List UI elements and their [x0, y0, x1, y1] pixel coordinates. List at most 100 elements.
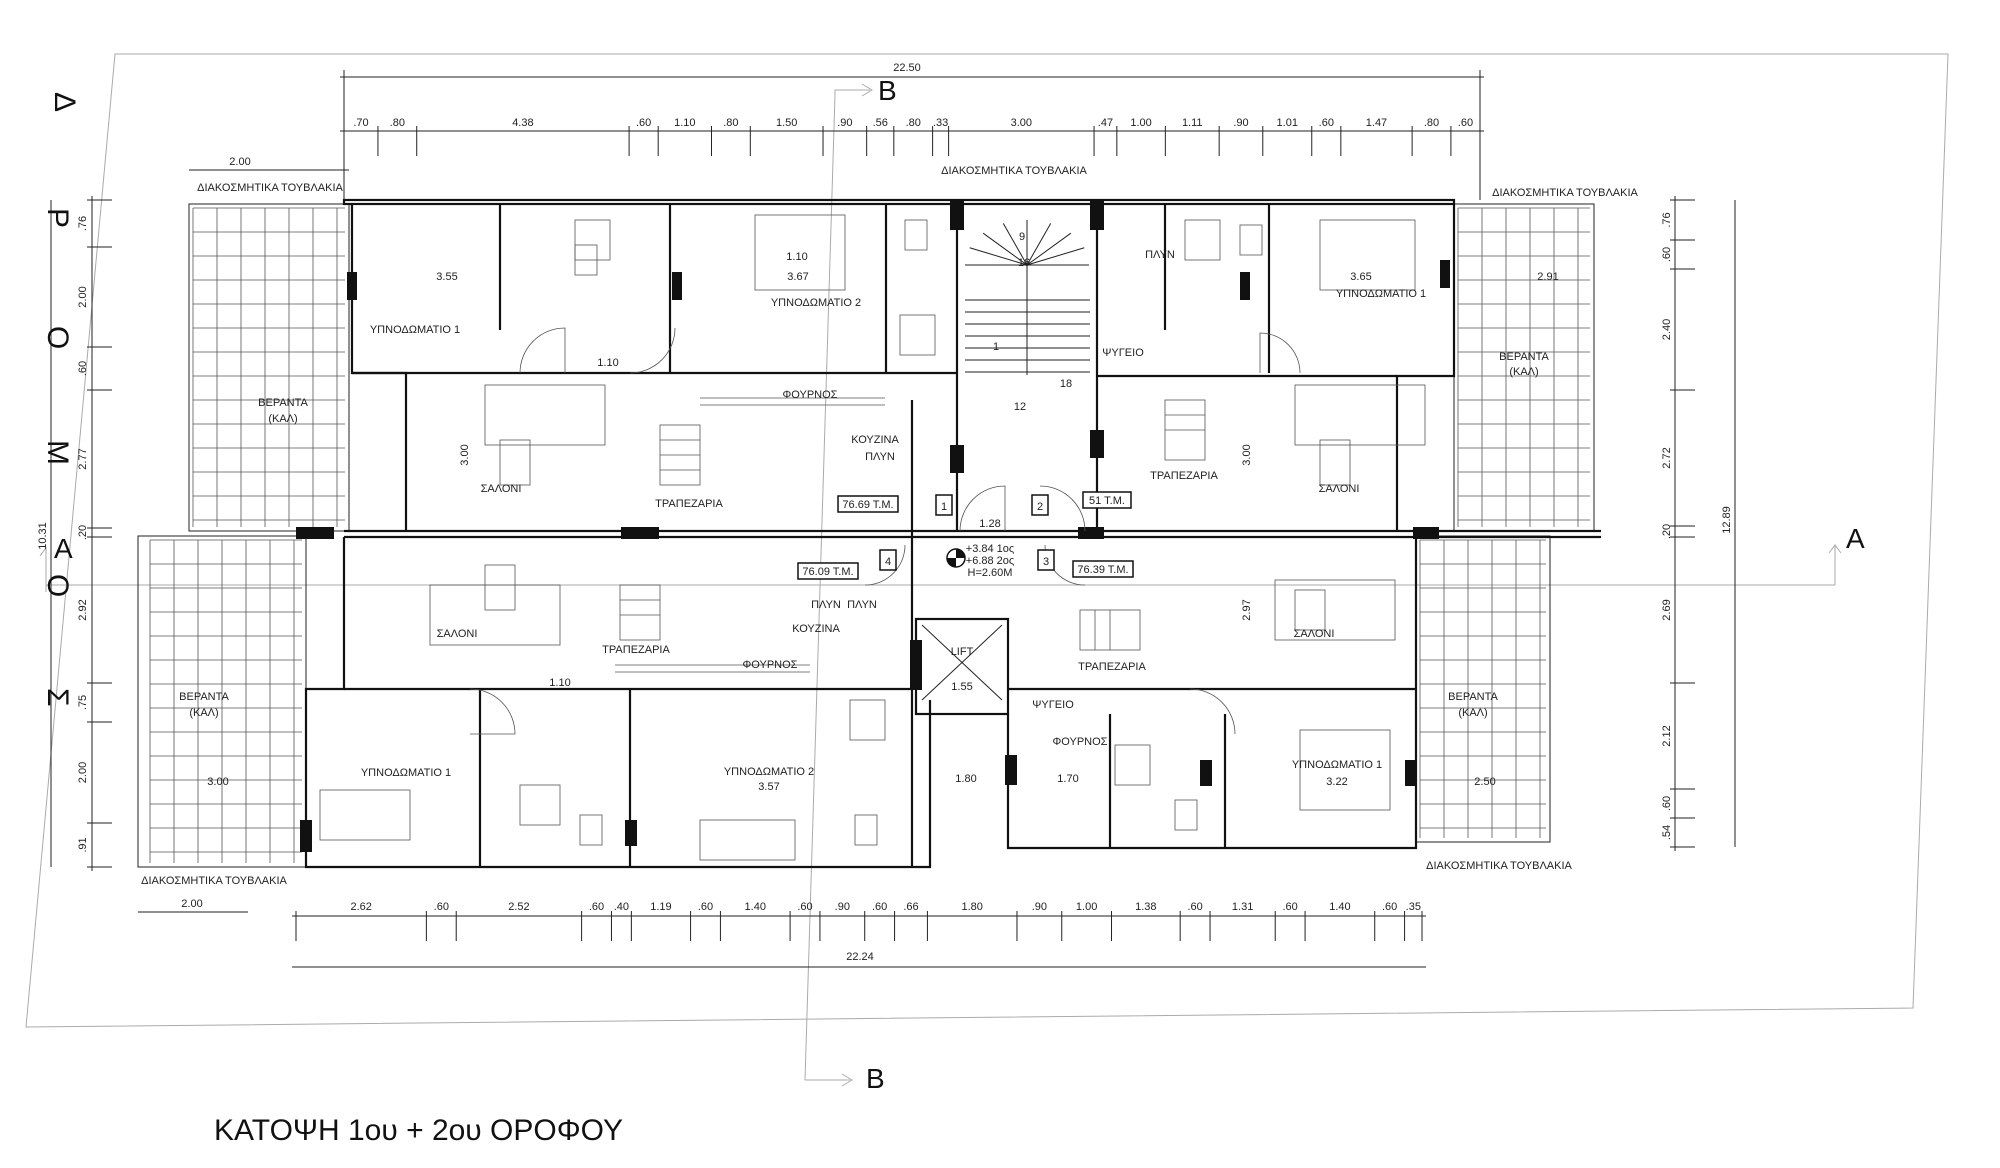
lift-label: LIFT	[951, 646, 974, 658]
bricks-label-top-center: ΔΙΑΚΟΣΜΗΤΙΚΑ ΤΟΥΒΛΑΚΙΑ	[941, 165, 1087, 177]
street-letter: Μ	[41, 440, 74, 465]
section-a-left: A	[54, 533, 73, 564]
dim-value: .80	[906, 117, 921, 129]
room-laundry-sw: ΠΛΥΝ	[811, 599, 841, 611]
elevation-1: +3.84 1ος	[966, 543, 1014, 555]
dim-value: .60	[872, 901, 887, 913]
room-living-se: ΣΑΛΟΝΙ	[1294, 628, 1335, 640]
room-dim: 3.55	[436, 271, 457, 283]
room-laundry-s: ΠΛΥΝ	[847, 599, 877, 611]
room-labels: ΥΠΝΟΔΩΜΑΤΙΟ 1 ΥΠΝΟΔΩΜΑΤΙΟ 2 ΥΠΝΟΔΩΜΑΤΙΟ …	[179, 249, 1549, 779]
walls	[304, 198, 1601, 869]
dim-value: .60	[636, 117, 651, 129]
dim-top-total-label: 22.50	[893, 62, 921, 74]
dim-value: .60	[1282, 901, 1297, 913]
dim-value: .47	[1098, 117, 1113, 129]
dim-value: .90	[1233, 117, 1248, 129]
room-dim: 3.00	[207, 776, 228, 788]
area-label-2: 51 Τ.Μ.	[1089, 495, 1125, 507]
section-b-bottom: B	[866, 1063, 885, 1094]
dim-value: 2.62	[350, 901, 371, 913]
dim-value: .20	[1661, 524, 1673, 539]
verandah-bottom-right	[1415, 535, 1551, 843]
room-dining-se: ΤΡΑΠΕΖΑΡΙΑ	[1078, 661, 1146, 673]
dim-value: .60	[1661, 796, 1673, 811]
stair-number: 1	[993, 341, 999, 353]
apartment-number-2: 2	[1037, 501, 1043, 513]
dim-value: .90	[835, 901, 850, 913]
room-verandah-nw-sub: (ΚΑΛ)	[268, 413, 297, 425]
section-a-right: A	[1846, 523, 1865, 554]
room-dim: 3.65	[1350, 271, 1371, 283]
dim-value: 1.11	[1182, 117, 1203, 129]
dim-value: .60	[589, 901, 604, 913]
dim-value: 1.10	[674, 117, 695, 129]
room-dim: 1.10	[786, 251, 807, 263]
dim-value: .60	[1382, 901, 1397, 913]
room-verandah-ne-sub: (ΚΑΛ)	[1509, 366, 1538, 378]
apartment-number-box-1	[935, 494, 953, 516]
stair-tread	[969, 247, 1028, 266]
dim-value: .60	[797, 901, 812, 913]
dim-value: .60	[698, 901, 713, 913]
lift-shaft	[921, 624, 1003, 701]
dim-value: .60	[77, 361, 89, 376]
bricks-label-bottom-right: ΔΙΑΚΟΣΜΗΤΙΚΑ ΤΟΥΒΛΑΚΙΑ	[1426, 860, 1572, 872]
dim-right-chain: .76.602.402.72.202.692.12.60.54	[1661, 196, 1695, 851]
furniture	[319, 214, 1426, 861]
room-dim: 3.00	[459, 444, 471, 465]
stair-number: 12	[1014, 401, 1026, 413]
room-dim: 3.67	[787, 271, 808, 283]
apartment-number-1: 1	[941, 501, 947, 513]
room-dim: 1.70	[1057, 773, 1078, 785]
dim-verandah-top-label: 2.00	[229, 156, 250, 168]
area-box-2	[1082, 491, 1132, 509]
dim-value: .75	[77, 695, 89, 710]
dim-value: 1.80	[961, 901, 982, 913]
room-verandah-sw: ΒΕΡΑΝΤΑ	[179, 691, 229, 703]
dim-value: .76	[1661, 212, 1673, 227]
dim-value: 2.00	[77, 762, 89, 783]
stair-tread	[1002, 223, 1028, 266]
room-living-sw: ΣΑΛΟΝΙ	[437, 628, 478, 640]
dim-verandah-bottom-label: 2.00	[181, 898, 202, 910]
area-box-4	[1072, 560, 1134, 578]
room-dim: 2.91	[1537, 271, 1558, 283]
dim-value: 2.00	[77, 286, 89, 307]
bricks-label-bottom-left: ΔΙΑΚΟΣΜΗΤΙΚΑ ΤΟΥΒΛΑΚΙΑ	[141, 875, 287, 887]
room-living-ne: ΣΑΛΟΝΙ	[1319, 483, 1360, 495]
dim-value: .40	[614, 901, 629, 913]
dim-value: 1.40	[745, 901, 766, 913]
dim-value: .54	[1661, 825, 1673, 840]
room-dining-sw: ΤΡΑΠΕΖΑΡΙΑ	[602, 644, 670, 656]
verandah-top-left	[188, 203, 350, 532]
landing-dim: 1.28	[979, 518, 1000, 530]
elevation-2: +6.88 2ος	[966, 555, 1014, 567]
room-bedroom-2-n: ΥΠΝΟΔΩΜΑΤΙΟ 2	[771, 297, 861, 309]
room-bedroom-1-ne: ΥΠΝΟΔΩΜΑΤΙΟ 1	[1336, 288, 1426, 300]
area-label-1: 76.69 Τ.Μ.	[842, 499, 893, 511]
street-letter: Ο	[41, 574, 74, 597]
dim-value: .60	[1661, 247, 1673, 262]
dim-value: 2.69	[1661, 599, 1673, 620]
dim-value: 1.38	[1135, 901, 1156, 913]
room-verandah-se: ΒΕΡΑΝΤΑ	[1448, 691, 1498, 703]
stair-number: 16	[1018, 257, 1030, 269]
room-dining-nw: ΤΡΑΠΕΖΑΡΙΑ	[655, 498, 723, 510]
site-boundary	[25, 53, 1949, 1028]
apartment-number-box-4	[879, 549, 897, 571]
room-bedroom-1-nw: ΥΠΝΟΔΩΜΑΤΙΟ 1	[370, 324, 460, 336]
section-b-top: B	[878, 75, 897, 106]
dim-top-total	[340, 70, 1484, 200]
stair-number: 9	[1019, 231, 1025, 243]
area-label-3: 76.09 Τ.Μ.	[802, 566, 853, 578]
door-swings	[469, 327, 1301, 735]
dim-value: .60	[1458, 117, 1473, 129]
dim-value: 3.00	[1011, 117, 1032, 129]
verandah-bottom-left	[137, 535, 307, 868]
area-box-3	[797, 562, 859, 580]
area-box-1	[837, 495, 899, 513]
room-verandah-ne: ΒΕΡΑΝΤΑ	[1499, 351, 1549, 363]
dim-value: 2.92	[77, 599, 89, 620]
apartment-number-box-2	[1031, 494, 1049, 516]
